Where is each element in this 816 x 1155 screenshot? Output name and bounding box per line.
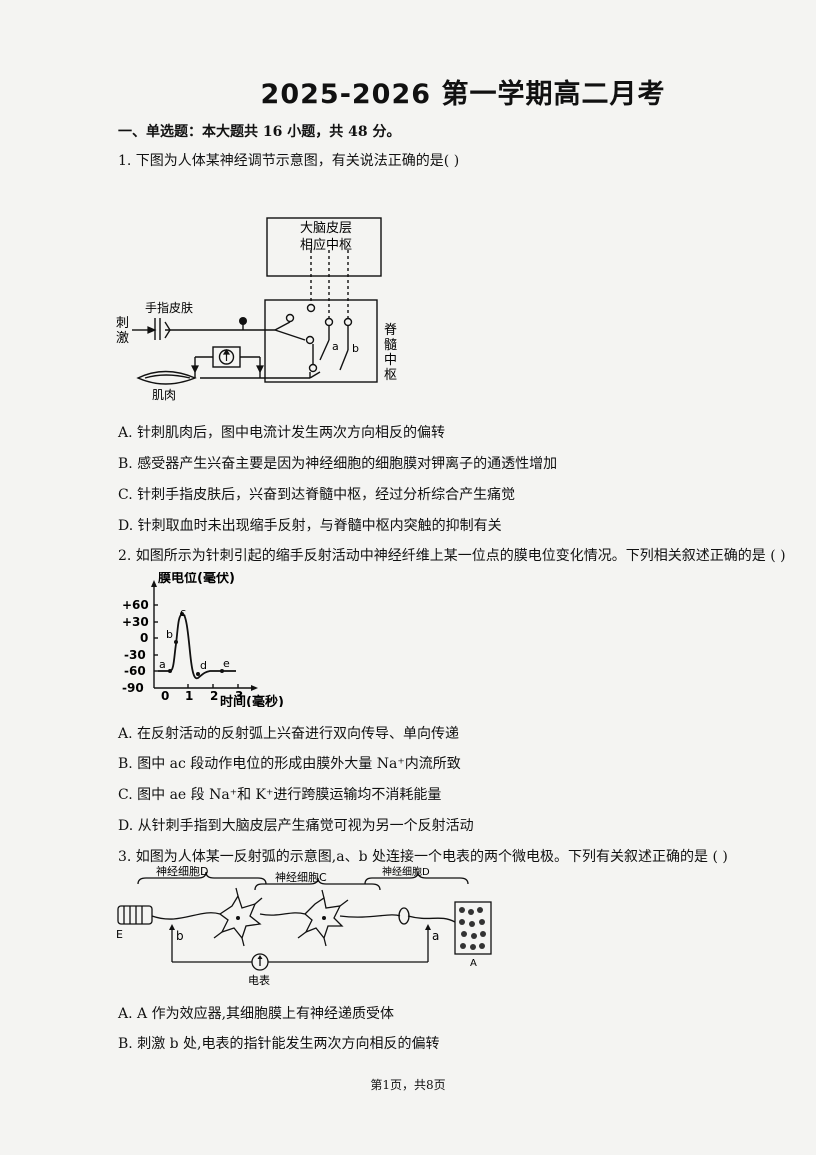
chart-point-c: c bbox=[180, 606, 186, 619]
spinal-label-2: 髓 bbox=[384, 338, 397, 353]
xtick-1: 1 bbox=[185, 689, 193, 703]
point-b-label: b bbox=[352, 342, 359, 355]
xtick-2: 2 bbox=[210, 689, 218, 703]
spinal-label-4: 枢 bbox=[384, 368, 397, 383]
q2-stem: 2. 如图所示为针刺引起的缩手反射活动中神经纤维上某一位点的膜电位变化情况。下列… bbox=[118, 548, 786, 564]
electrode-b-label: b bbox=[176, 929, 184, 943]
chart-ylabel: 膜电位(毫伏) bbox=[158, 572, 235, 586]
chart-point-a: a bbox=[159, 658, 166, 671]
spinal-label-1: 脊 bbox=[384, 323, 397, 338]
ytick-2: +30 bbox=[122, 615, 149, 629]
q1-option-b: B. 感受器产生兴奋主要是因为神经细胞的细胞膜对钾离子的通透性增加 bbox=[118, 456, 558, 472]
q1-stem: 1. 下图为人体某神经调节示意图，有关说法正确的是( ) bbox=[118, 153, 460, 169]
cell-d1-label: 神经细胞D bbox=[156, 866, 208, 878]
q1-option-c: C. 针刺手指皮肤后，兴奋到达脊髓中枢，经过分析综合产生痛觉 bbox=[118, 487, 516, 503]
stimulus-label-1: 刺 bbox=[116, 316, 129, 331]
chart-point-d: d bbox=[200, 659, 207, 672]
q1-option-d: D. 针刺取血时未出现缩手反射，与脊髓中枢内突触的抑制有关 bbox=[118, 518, 502, 534]
xtick-3: 3 bbox=[235, 689, 243, 703]
q2-option-c: C. 图中 ae 段 Na⁺和 K⁺进行跨膜运输均不消耗能量 bbox=[118, 787, 442, 803]
q1-reflex-diagram: 大脑皮层 相应中枢 手指皮肤 刺 激 肌肉 脊 髓 中 枢 a b bbox=[116, 217, 397, 402]
electrode-a-label: a bbox=[432, 929, 439, 943]
q3-reflex-arc-diagram: 神经细胞D 神经细胞C 神经细胞D E b a A 电表 bbox=[116, 866, 492, 987]
q3-option-b: B. 刺激 b 处,电表的指针能发生两次方向相反的偏转 bbox=[118, 1036, 440, 1052]
meter-label: 电表 bbox=[248, 973, 270, 987]
xtick-0: 0 bbox=[161, 689, 169, 703]
page-title: 2025-2026 第一学期高二月考 bbox=[260, 79, 666, 110]
muscle-label: 肌肉 bbox=[152, 388, 176, 402]
spinal-label-3: 中 bbox=[384, 353, 397, 368]
q2-option-a: A. 在反射活动的反射弧上兴奋进行双向传导、单向传递 bbox=[118, 726, 460, 742]
ytick-3: 0 bbox=[140, 631, 148, 645]
ytick-4: -30 bbox=[124, 648, 146, 662]
q2-membrane-potential-chart: 膜电位(毫伏) +60 +30 0 -30 -60 -90 0 1 2 3 时间… bbox=[122, 572, 284, 707]
receptor-e-label: E bbox=[116, 928, 123, 941]
cortex-label: 大脑皮层 bbox=[300, 221, 352, 236]
cell-d2-label: 神经细胞D bbox=[382, 866, 430, 878]
stimulus-label-2: 激 bbox=[116, 331, 129, 346]
chart-point-b: b bbox=[166, 628, 173, 641]
q3-option-a: A. A 作为效应器,其细胞膜上有神经递质受体 bbox=[118, 1006, 395, 1022]
q2-option-d: D. 从针刺手指到大脑皮层产生痛觉可视为另一个反射活动 bbox=[118, 818, 474, 834]
q1-option-a: A. 针刺肌肉后，图中电流计发生两次方向相反的偏转 bbox=[118, 425, 446, 441]
page-footer: 第1页，共8页 bbox=[370, 1078, 446, 1092]
section-heading: 一、单选题：本大题共 16 小题，共 48 分。 bbox=[118, 124, 401, 140]
skin-label: 手指皮肤 bbox=[145, 300, 193, 315]
ytick-1: +60 bbox=[122, 598, 149, 612]
cell-c-label: 神经细胞C bbox=[275, 870, 327, 884]
chart-xlabel: 时间(毫秒) bbox=[220, 694, 284, 707]
chart-point-e: e bbox=[223, 657, 230, 670]
q2-option-b: B. 图中 ac 段动作电位的形成由膜外大量 Na⁺内流所致 bbox=[118, 756, 461, 772]
q3-stem: 3. 如图为人体某一反射弧的示意图,a、b 处连接一个电表的两个微电极。下列有关… bbox=[118, 849, 728, 865]
effector-a-label: A bbox=[470, 958, 477, 969]
point-a-label: a bbox=[332, 340, 339, 353]
center-label: 相应中枢 bbox=[300, 237, 352, 253]
ytick-6: -90 bbox=[122, 681, 144, 695]
ytick-5: -60 bbox=[124, 664, 146, 678]
